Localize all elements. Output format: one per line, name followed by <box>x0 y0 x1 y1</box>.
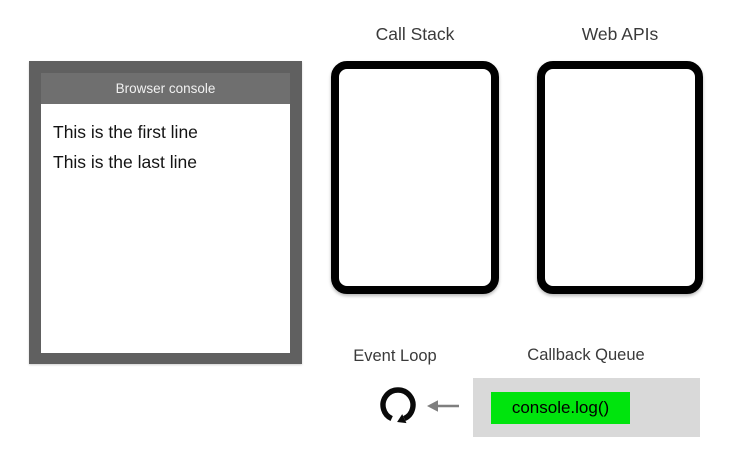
browser-console-titlebar: Browser console <box>41 73 290 104</box>
queue-item-console-log: console.log() <box>491 392 630 424</box>
browser-console-title: Browser console <box>115 81 216 96</box>
callback-queue-label: Callback Queue <box>527 346 645 364</box>
call-stack-box <box>331 61 499 294</box>
browser-console-window: Browser console This is the first line T… <box>29 61 302 364</box>
web-apis-label: Web APIs <box>581 24 659 44</box>
left-arrow-icon <box>427 400 459 412</box>
callback-queue-box: console.log() <box>473 378 700 437</box>
console-output-line: This is the last line <box>53 152 197 172</box>
event-loop-label: Event Loop <box>353 347 437 365</box>
console-output-line: This is the first line <box>53 122 198 142</box>
event-loop-icon <box>380 387 416 424</box>
call-stack-label: Call Stack <box>375 24 455 44</box>
web-apis-box <box>537 61 703 294</box>
browser-console-output: This is the first line This is the last … <box>41 104 290 353</box>
